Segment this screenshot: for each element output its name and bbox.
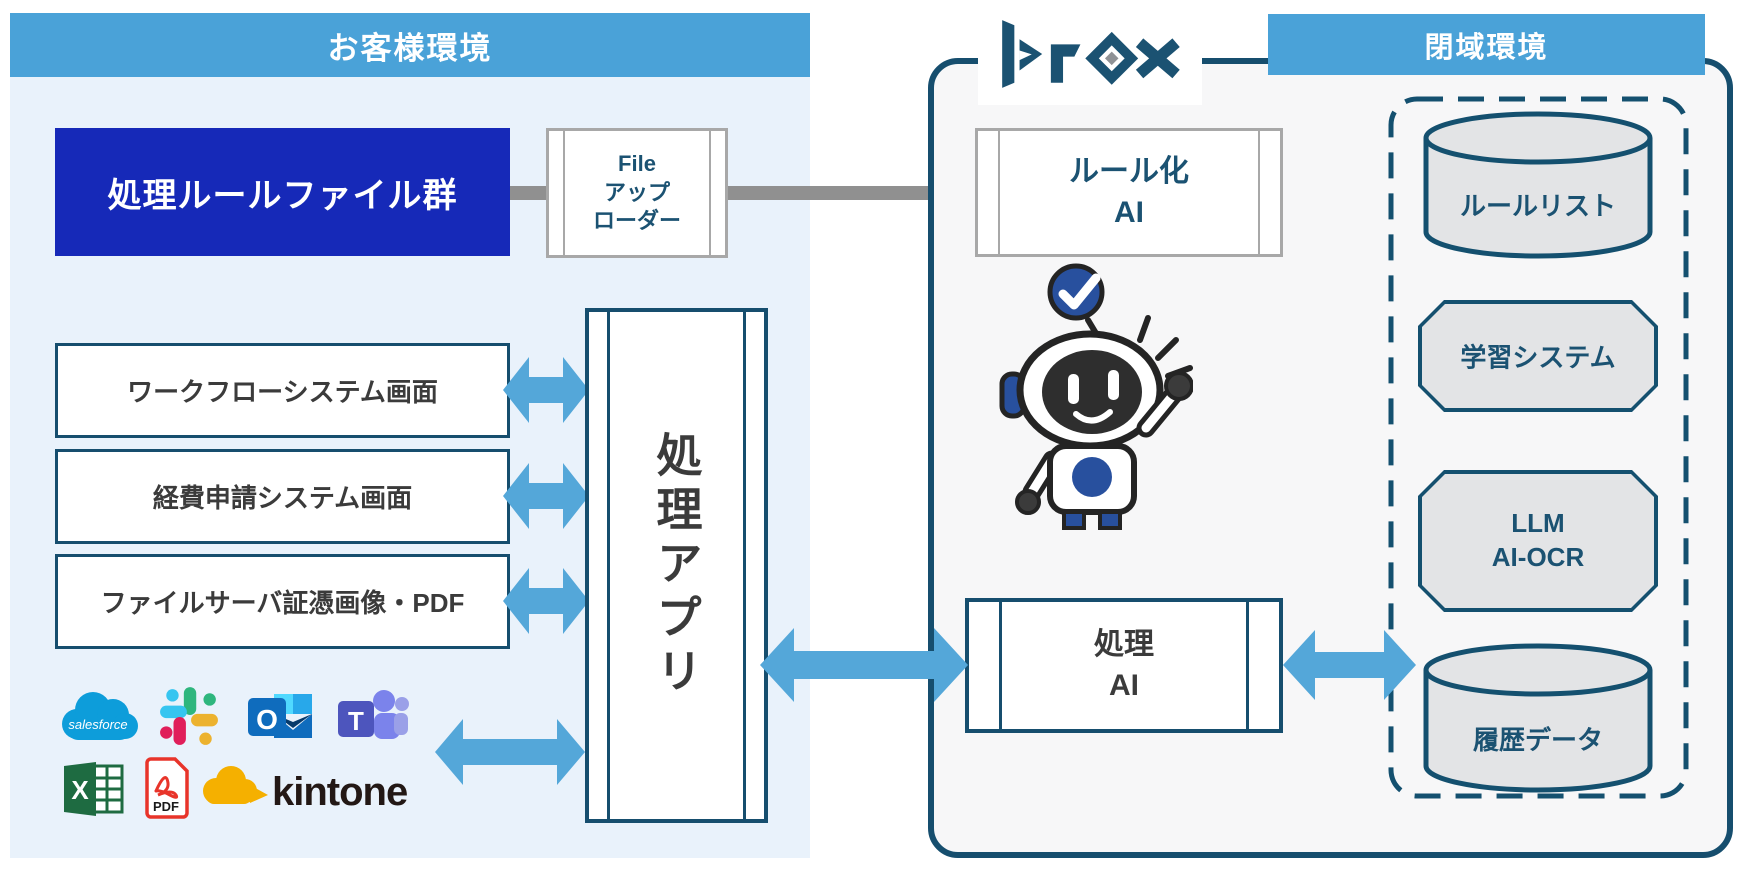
llm-label-line2: AI-OCR: [1491, 542, 1585, 572]
excel-icon: X: [64, 762, 124, 816]
connector-rulefiles-uploader: [510, 186, 546, 200]
history-data-cylinder: 履歴データ: [1418, 640, 1658, 800]
file-uploader-line2: アップ: [603, 179, 670, 205]
llm-ai-ocr-octagon: LLM AI-OCR: [1418, 470, 1658, 612]
arrow-processai-history: [1283, 630, 1416, 700]
brox-logo-mark: [1002, 19, 1180, 88]
file-uploader-line3: ローダー: [592, 208, 681, 234]
salesforce-icon: salesforce: [62, 692, 138, 740]
process-app-label: 処理アプリ: [650, 430, 703, 701]
process-ai-line2: AI: [1109, 668, 1139, 702]
file-uploader-line1: File: [618, 151, 656, 177]
fileserver-evidence-box: ファイルサーバ証憑画像・PDF: [55, 554, 510, 649]
salesforce-wordmark: salesforce: [68, 717, 127, 732]
arrow-integrations-processapp: [435, 719, 585, 785]
closed-environment-title: 閉域環境: [1424, 31, 1549, 64]
customer-environment-header: お客様環境: [10, 13, 810, 77]
file-uploader-box: File アップ ローダー: [546, 128, 728, 258]
robot-mascot: [999, 263, 1193, 530]
kintone-wordmark: kintone: [272, 770, 407, 814]
arrow-workflow-processapp: [503, 357, 589, 423]
check-icon: [1058, 273, 1101, 310]
history-data-label: 履歴データ: [1472, 725, 1603, 755]
workflow-screen-box: ワークフローシステム画面: [55, 343, 510, 438]
fileserver-evidence-label: ファイルサーバ証憑画像・PDF: [100, 588, 465, 618]
learning-system-octagon: 学習システム: [1418, 300, 1658, 412]
pdf-icon: PDF: [145, 757, 189, 819]
kintone-icon: kintone: [203, 766, 408, 814]
learning-system-label: 学習システム: [1460, 342, 1616, 373]
pdf-label: PDF: [153, 799, 179, 814]
process-ai-box: 処理 AI: [965, 598, 1283, 733]
rule-list-label: ルールリスト: [1459, 191, 1616, 221]
excel-letter: X: [71, 775, 89, 805]
teams-letter: T: [348, 706, 364, 736]
closed-env-dashed-container: [1388, 96, 1689, 799]
process-ai-line1: 処理: [1094, 628, 1154, 661]
rule-ai-box: ルール化 AI: [975, 128, 1283, 257]
rule-list-cylinder: ルールリスト: [1418, 108, 1658, 266]
brox-logo: brox: [978, 2, 1202, 105]
rule-files-label: 処理ルールファイル群: [107, 176, 458, 215]
closed-environment-header: 閉域環境: [1268, 14, 1705, 75]
workflow-screen-label: ワークフローシステム画面: [127, 377, 438, 407]
outlook-letter: O: [256, 704, 278, 735]
expense-screen-box: 経費申請システム画面: [55, 449, 510, 544]
customer-environment-title: お客様環境: [327, 30, 493, 66]
llm-label-line1: LLM: [1511, 508, 1565, 539]
rule-files-box: 処理ルールファイル群: [55, 128, 510, 256]
rule-ai-line1: ルール化: [1069, 155, 1189, 188]
slack-icon: [160, 687, 218, 745]
arrow-expense-processapp: [503, 463, 589, 529]
rule-ai-line2: AI: [1114, 195, 1144, 229]
outlook-icon: O: [248, 694, 312, 738]
expense-screen-label: 経費申請システム画面: [152, 483, 413, 513]
teams-icon: T: [338, 690, 409, 739]
process-app-box: 処理アプリ: [585, 308, 768, 823]
arrow-fileserver-processapp: [503, 568, 589, 634]
arrow-processapp-processai: [760, 628, 968, 702]
